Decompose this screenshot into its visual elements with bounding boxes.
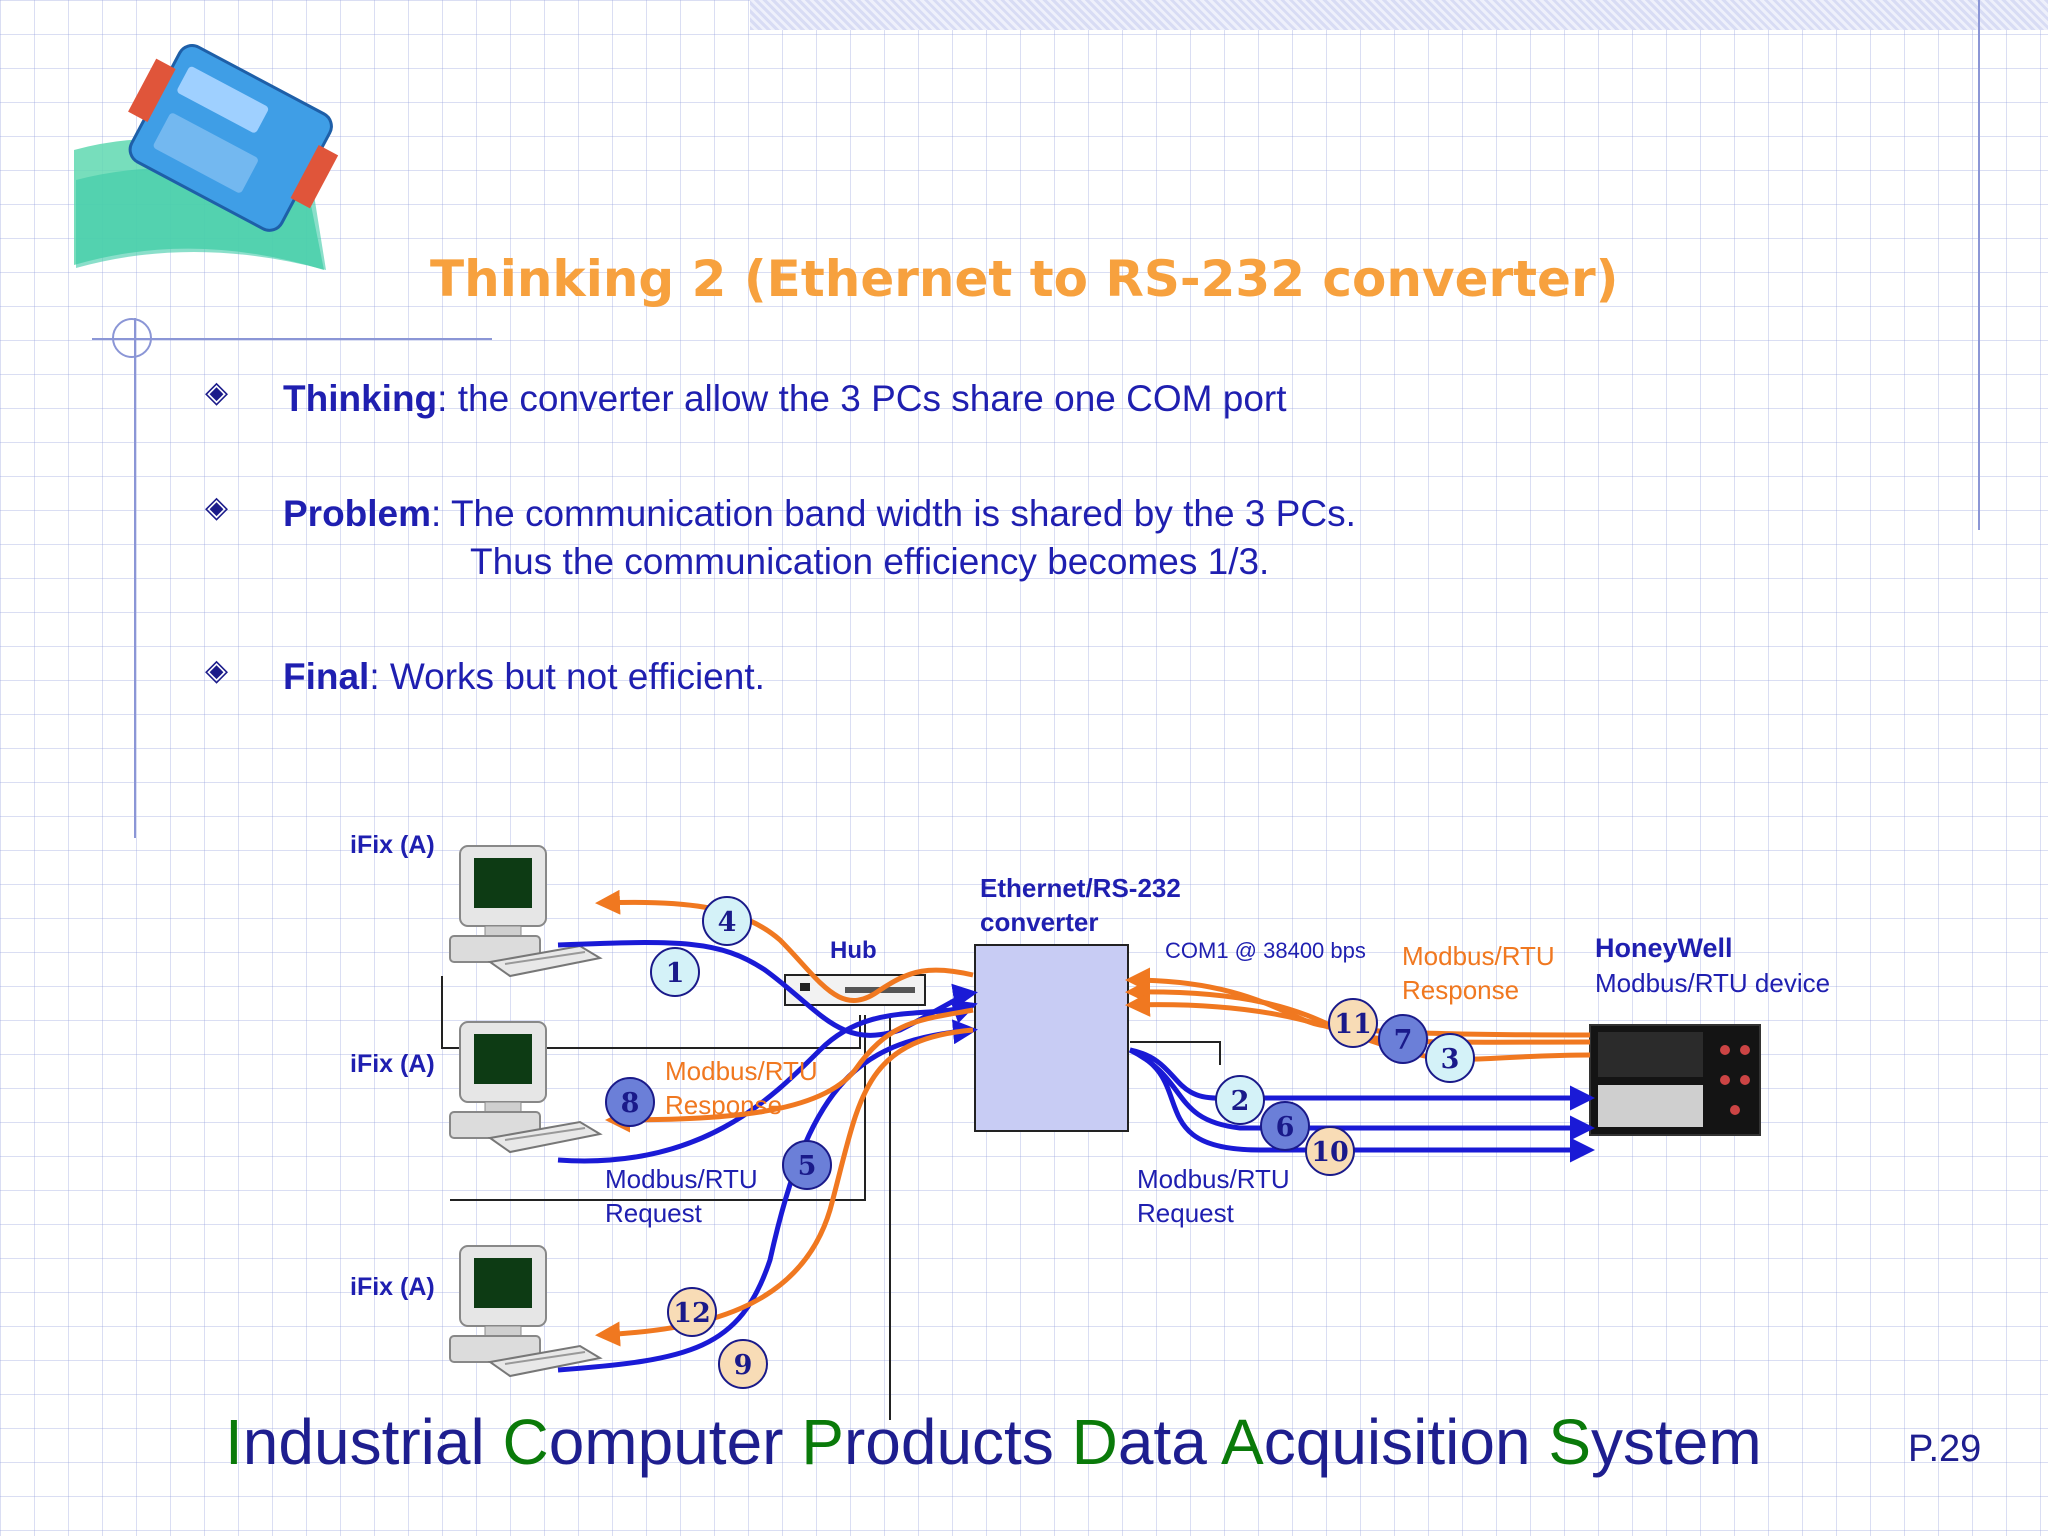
step-10-badge: 10 (1305, 1126, 1355, 1176)
pc-icon-bottom (449, 1245, 601, 1377)
bullet-keyword: Problem (283, 493, 432, 534)
diamond-bullet-icon: ◈ (205, 376, 229, 409)
converter-label-2: converter (980, 907, 1099, 937)
step-5-badge: 5 (782, 1140, 832, 1190)
svg-text:7: 7 (1394, 1025, 1413, 1056)
diamond-bullet-icon: ◈ (205, 491, 229, 524)
converter-product-image (74, 44, 339, 270)
svg-text:1: 1 (666, 958, 685, 989)
pc-icon-middle (449, 1021, 601, 1153)
device-title: HoneyWell (1595, 933, 1733, 963)
request-line-6 (1128, 1047, 1595, 1141)
converter-box (974, 944, 1129, 1132)
step-8-badge: 8 (605, 1077, 655, 1127)
request-label-left-2: Request (605, 1198, 703, 1228)
bullet-continuation: Thus the communication efficiency become… (470, 541, 1270, 582)
step-11-badge: 11 (1328, 998, 1378, 1048)
svg-text:10: 10 (1311, 1137, 1349, 1168)
request-line-5 (557, 999, 978, 1164)
request-line-2 (1129, 1047, 1595, 1111)
crosshair-ornament (112, 318, 152, 358)
svg-text:11: 11 (1334, 1009, 1372, 1040)
response-line-4 (595, 889, 974, 1003)
step-4-badge: 4 (702, 896, 752, 946)
title-underline (92, 338, 492, 340)
bullet-keyword: Final (283, 656, 370, 697)
pc-icon-top (449, 845, 601, 977)
response-line-8 (605, 1007, 974, 1133)
svg-text:3: 3 (1441, 1044, 1460, 1075)
request-label-left-1: Modbus/RTU (605, 1164, 758, 1194)
right-decorative-line (1978, 0, 1980, 530)
honeywell-device-image (1589, 1024, 1761, 1136)
left-decorative-line (134, 318, 136, 838)
step-9-badge: 9 (718, 1339, 768, 1389)
pc-label-top: iFix (A) (350, 831, 435, 859)
diamond-bullet-icon: ◈ (205, 654, 229, 687)
response-label-left-2: Response (665, 1090, 782, 1120)
pc-label-middle: iFix (A) (350, 1050, 435, 1078)
step-3-badge: 3 (1425, 1033, 1475, 1083)
svg-text:9: 9 (734, 1350, 753, 1381)
request-label-right-1: Modbus/RTU (1137, 1164, 1290, 1194)
top-decorative-band (750, 0, 2048, 30)
svg-text:5: 5 (798, 1151, 817, 1182)
slide-title: Thinking 2 (Ethernet to RS-232 converter… (430, 250, 1619, 308)
hub-label: Hub (830, 937, 877, 964)
request-line-10 (1129, 1047, 1595, 1163)
bullet-text: : the converter allow the 3 PCs share on… (437, 378, 1287, 419)
bullet-text: : Works but not efficient. (369, 656, 765, 697)
bullet-keyword: Thinking (283, 378, 438, 419)
step-6-badge: 6 (1260, 1101, 1310, 1151)
pc-label-bottom: iFix (A) (350, 1273, 435, 1301)
response-label-left-1: Modbus/RTU (665, 1056, 818, 1086)
svg-text:6: 6 (1276, 1112, 1295, 1143)
page-number: P.29 (1908, 1428, 1982, 1470)
bullet-text: : The communication band width is shared… (431, 493, 1356, 534)
converter-label-1: Ethernet/RS-232 (980, 873, 1181, 903)
step-2-badge: 2 (1215, 1075, 1265, 1125)
network-diagram: iFix (A) iFix (A) iFix (A) Hub Ethernet/… (350, 831, 1830, 1420)
com-port-label: COM1 @ 38400 bps (1165, 938, 1366, 963)
response-label-right-2: Response (1402, 975, 1519, 1005)
step-1-badge: 1 (650, 947, 700, 997)
device-subtitle: Modbus/RTU device (1595, 968, 1830, 998)
response-label-right-1: Modbus/RTU (1402, 941, 1555, 971)
footer-tagline: Industrial Computer Products Data Acquis… (225, 1406, 1762, 1478)
svg-text:4: 4 (718, 907, 737, 938)
request-label-right-2: Request (1137, 1198, 1235, 1228)
step-7-badge: 7 (1378, 1014, 1428, 1064)
request-line-9 (557, 1019, 978, 1373)
svg-text:12: 12 (673, 1298, 711, 1329)
svg-text:8: 8 (621, 1088, 640, 1119)
step-12-badge: 12 (667, 1287, 717, 1337)
svg-text:2: 2 (1231, 1086, 1250, 1117)
